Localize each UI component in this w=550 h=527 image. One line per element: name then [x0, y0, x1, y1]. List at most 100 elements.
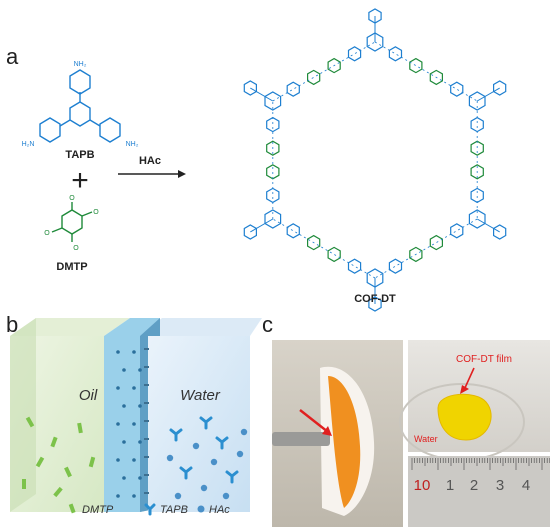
hac-molecule [166, 454, 174, 462]
cof-linker-ring [450, 223, 464, 239]
dmtp-molecule [35, 456, 45, 468]
cof-linker-ring [450, 81, 464, 97]
hac-molecule [192, 442, 200, 450]
panel-label-b: b [6, 312, 19, 337]
cof-edge-bond [272, 41, 376, 102]
cof-dt-label: COF-DT [354, 293, 396, 305]
film-pore [116, 458, 120, 462]
hac-molecule [240, 428, 248, 436]
film-edge-tick [144, 348, 149, 350]
film-edge-tick [144, 474, 149, 476]
ruler-ticks [411, 458, 550, 470]
film-pore [132, 350, 136, 354]
cof-linker-ring [470, 187, 484, 204]
tapb-nh2-right: NH₂ [126, 141, 139, 148]
cof-edge-bond [374, 218, 478, 279]
cof-linker-ring [409, 57, 423, 74]
dmtp-o-top: O [69, 195, 75, 202]
film-pore [122, 476, 126, 480]
catalyst-label: HAc [139, 155, 161, 167]
cof-linker-ring [409, 246, 423, 263]
dmtp-molecule [25, 416, 35, 428]
ruler-num-2: 2 [470, 477, 478, 494]
tapb-molecule [179, 466, 193, 480]
ruler [408, 456, 550, 527]
tapb-molecule [215, 436, 229, 450]
film-pore [116, 350, 120, 354]
film-pore [132, 386, 136, 390]
film-pore [122, 368, 126, 372]
film-photos: COF-DT film Water 10 1 2 3 4 [272, 340, 550, 527]
film-arrow-head [460, 385, 469, 394]
film-pore [132, 494, 136, 498]
film-pore [116, 386, 120, 390]
cof-linker-ring [429, 234, 443, 251]
tapb-structure [39, 69, 121, 143]
film-pore [122, 404, 126, 408]
film-label: COF-DT film [456, 354, 512, 365]
cof-outer-ring [243, 80, 257, 96]
cof-film-on-paper [328, 376, 361, 508]
film-edge-tick [144, 492, 149, 494]
cof-linker-ring [286, 81, 300, 97]
panel-label-c: c [262, 312, 273, 337]
water-label: Water [180, 387, 221, 404]
cof-outer-ring [368, 296, 382, 312]
interface-schematic: Oil Water DMTP TAPB HAc [10, 318, 262, 516]
hac-molecule [222, 492, 230, 500]
cof-linker-ring [266, 140, 280, 156]
cof-linker-ring [327, 57, 341, 74]
oil-label: Oil [79, 387, 98, 404]
ruler-num-1: 1 [446, 477, 454, 494]
film-edge-tick [144, 438, 149, 440]
water-top-face [140, 318, 262, 336]
dmtp-molecule [64, 466, 72, 478]
ruler-num-4: 4 [522, 477, 530, 494]
tapb-nh2-top: NH₂ [74, 61, 87, 68]
tapb-molecule [225, 470, 239, 484]
legend-hac: HAc [209, 504, 230, 516]
dmtp-o-bottom: O [73, 245, 79, 252]
hac-molecule [200, 484, 208, 492]
cof-linker-ring [429, 69, 443, 86]
cof-outer-bond [250, 218, 274, 233]
tweezers [272, 432, 330, 446]
legend-tapb-swatch [144, 503, 156, 516]
oil-top-face [10, 318, 130, 336]
cof-node-ring [468, 209, 486, 229]
film-edge-tick [144, 402, 149, 404]
cof-outer-bond [476, 87, 500, 102]
legend-dmtp: DMTP [82, 504, 114, 516]
film-edge-tick [144, 366, 149, 368]
film-pore [132, 422, 136, 426]
cof-linker-ring [470, 116, 484, 133]
film-edge-tick [144, 384, 149, 386]
cof-linker-ring [470, 140, 484, 156]
dmtp-molecule [22, 479, 26, 489]
film-pores [116, 348, 149, 498]
hac-molecule [236, 450, 244, 458]
dmtp-molecule [53, 486, 63, 498]
film-arrow-shaft [463, 367, 475, 391]
pointer-arrow-shaft [299, 409, 329, 433]
dmtp-o-left: O [44, 230, 50, 237]
hac-molecule [174, 492, 182, 500]
cof-linker-ring [347, 46, 362, 62]
cof-linker-ring [286, 223, 300, 239]
film-pore [138, 368, 142, 372]
ruler-num-0: 10 [414, 477, 431, 494]
cof-dt-structure [243, 8, 507, 312]
film-pore [138, 476, 142, 480]
hac-molecule [210, 458, 218, 466]
cof-linker-ring [388, 46, 403, 62]
ruler-num-3: 3 [496, 477, 504, 494]
cof-outer-bond [250, 87, 274, 102]
dmtp-molecules [22, 416, 96, 498]
cof-film-floating [437, 393, 492, 441]
dmtp-molecule [77, 422, 83, 434]
cof-linker-ring [388, 258, 403, 274]
film-pore [122, 440, 126, 444]
tapb-label: TAPB [65, 149, 94, 161]
cof-linker-ring [327, 246, 341, 263]
film-edge-tick [144, 420, 149, 422]
